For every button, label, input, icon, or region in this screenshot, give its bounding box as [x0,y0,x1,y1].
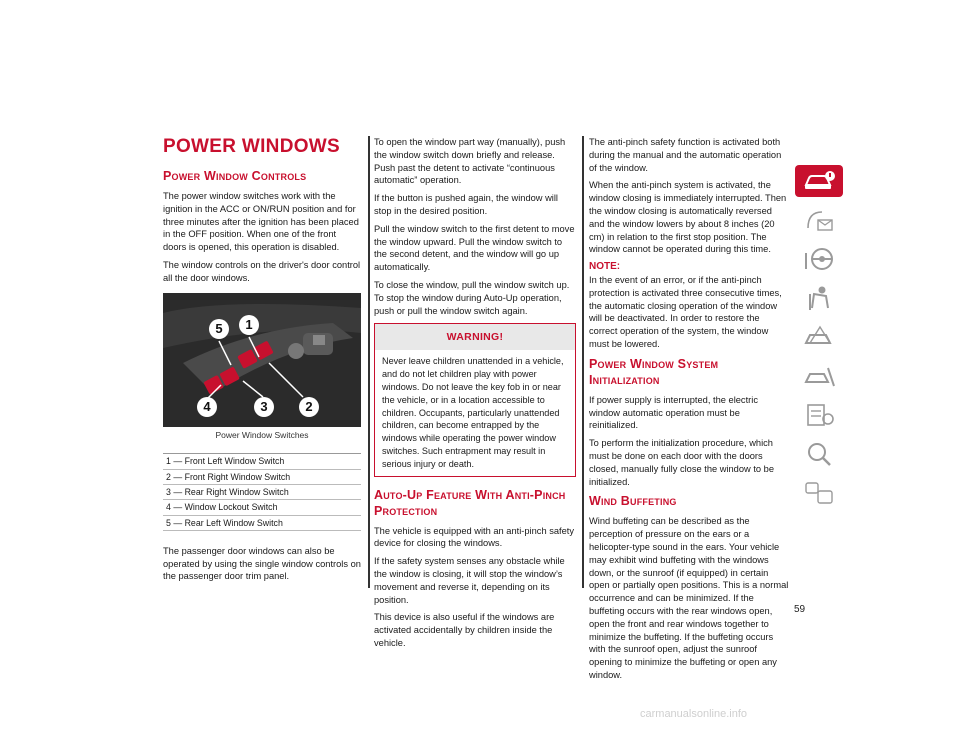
tab-dashboard[interactable] [795,204,843,236]
car-tools-icon [804,367,835,387]
car-warning-icon [804,325,832,344]
tab-specs[interactable] [795,399,843,431]
paragraph: This device is also useful if the window… [374,612,555,648]
legend-item: 2 — Front Right Window Switch [163,470,361,485]
paragraph: When the anti-pinch system is activated,… [589,180,787,255]
dashboard-envelope-icon [807,211,833,231]
legend-item: 4 — Window Lockout Switch [163,500,361,516]
page-title: POWER WINDOWS [163,136,340,157]
door-panel-illustration [163,292,361,427]
figure-caption: Power Window Switches [215,429,309,440]
legend-item: 5 — Rear Left Window Switch [163,516,361,531]
footer-watermark: carmanualsonline.info [640,708,748,720]
column-divider [582,136,584,588]
paragraph: To open the window part way (manually), … [374,137,566,186]
section-heading-auto-up: Auto-Up Feature With Anti-Pinch Protecti… [374,487,566,518]
paragraph: The power window switches work with the … [163,191,359,253]
tab-car-info[interactable] [795,165,843,197]
paragraph: If the safety system senses any obstacle… [374,556,565,605]
paragraph: Pull the window switch to the first dete… [374,223,575,273]
paragraph: To perform the initialization procedure,… [589,438,775,487]
callout-4: 4 [197,396,217,417]
paragraph: To close the window, pull the window swi… [374,279,570,316]
section-heading-initialization: Power Window System Initialization [589,356,719,387]
seat-person-icon [809,286,829,310]
tab-warnings[interactable] [795,321,843,353]
tab-index[interactable] [795,438,843,470]
section-heading-wind-buffeting: Wind Buffeting [589,494,677,509]
steering-wheel-icon [805,248,833,270]
column-1: POWER WINDOWS Power Window Controls The … [163,136,361,588]
paragraph: Wind buffeting can be described as the p… [589,516,789,680]
tab-language[interactable] [795,477,843,509]
page-number: 59 [794,604,806,615]
figure-legend: 1 — Front Left Window Switch 2 — Front R… [163,453,361,531]
column-3: The anti-pinch safety function is activa… [589,136,789,687]
callout-2: 2 [299,396,319,417]
paragraph: The passenger door windows can also be o… [163,545,361,582]
section-heading-controls: Power Window Controls [163,169,307,183]
chapter-tabs [795,165,845,516]
callout-1: 1 [239,314,259,335]
legend-item: 1 — Front Left Window Switch [163,454,361,470]
callout-3: 3 [254,396,274,417]
callout-5: 5 [209,318,229,339]
search-icon [808,443,831,466]
warning-text: Never leave children unattended in a veh… [382,356,564,469]
paragraph: The window controls on the driver's door… [163,259,361,283]
warning-title: WARNING! [446,331,504,344]
note-label: NOTE: [589,261,621,273]
paragraph: If the button is pushed again, the windo… [374,193,558,216]
note-text: In the event of an error, or if the anti… [589,274,782,349]
warning-box: WARNING! Never leave children unattended… [374,323,576,477]
tab-service[interactable] [795,360,843,392]
warning-header: WARNING! [375,324,575,351]
language-icon [805,482,833,504]
specs-list-icon [807,404,834,426]
tab-safety[interactable] [795,282,843,314]
paragraph: The vehicle is equipped with an anti-pin… [374,525,575,549]
paragraph: The anti-pinch safety function is activa… [589,137,782,173]
car-info-icon [804,171,835,189]
power-window-switches-photo: 5 1 4 3 2 [163,292,361,427]
paragraph: If power supply is interrupted, the elec… [589,394,758,431]
column-2: To open the window part way (manually), … [374,136,576,655]
legend-item: 3 — Rear Right Window Switch [163,485,361,501]
column-divider [368,136,370,588]
tab-steering[interactable] [795,243,843,275]
